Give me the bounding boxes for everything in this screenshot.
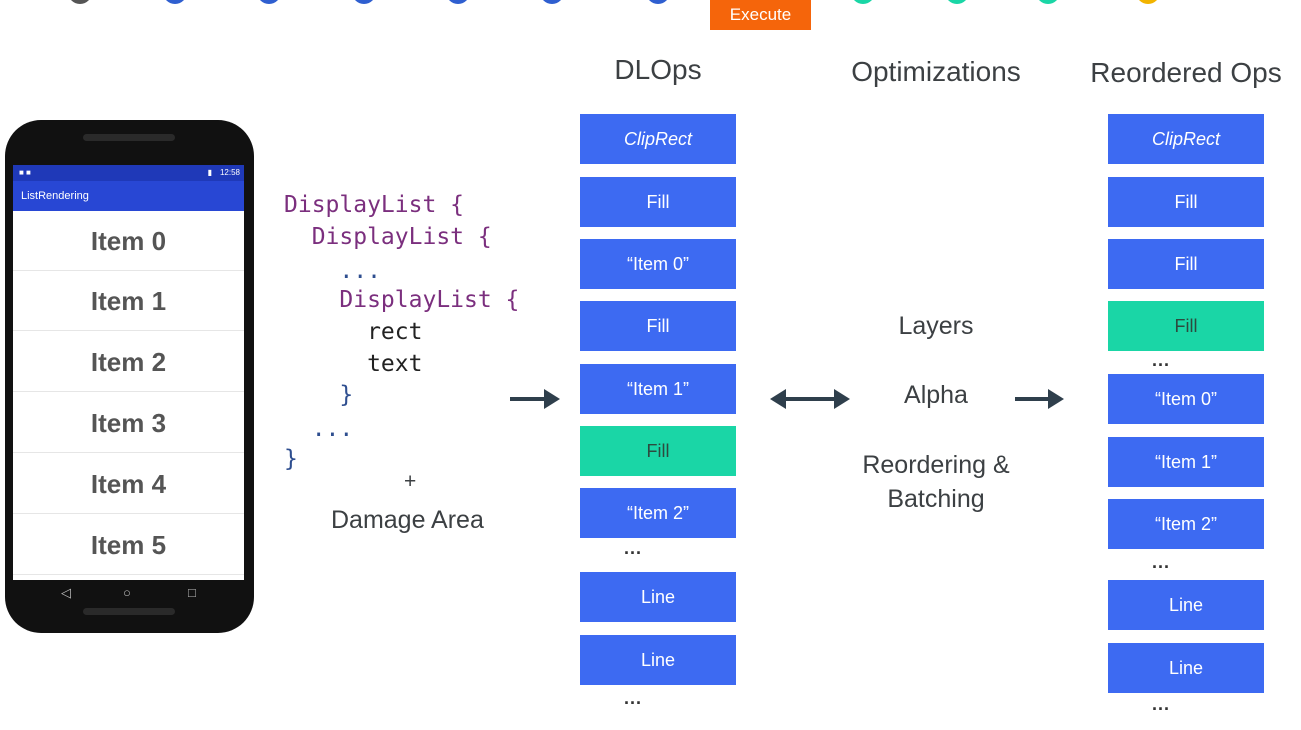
op-block: “Item 2” xyxy=(1108,499,1264,549)
dlops-title: DLOps xyxy=(614,54,702,85)
progress-dot xyxy=(352,0,376,4)
progress-dot xyxy=(851,0,875,4)
ellipsis: ... xyxy=(1152,552,1171,572)
ellipsis: ... xyxy=(624,538,643,558)
phone-mockup: ■ ■ 12:58 ▮ ListRendering Item 0 Item 1 … xyxy=(5,120,254,633)
back-icon[interactable]: ◁ xyxy=(61,585,71,600)
op-block: Fill xyxy=(580,426,736,476)
arrow-right-icon xyxy=(1015,389,1064,409)
progress-dot xyxy=(540,0,564,4)
list-item[interactable]: Item 0 xyxy=(13,211,244,271)
op-block: “Item 0” xyxy=(1108,374,1264,424)
code-line: ... xyxy=(284,416,354,442)
code-line: } xyxy=(284,446,298,472)
code-line: DisplayList { xyxy=(284,192,465,218)
op-block: Fill xyxy=(580,177,736,227)
code-line: } xyxy=(284,382,354,408)
op-block: “Item 0” xyxy=(580,239,736,289)
op-block: Fill xyxy=(1108,301,1264,351)
op-block: “Item 1” xyxy=(580,364,736,414)
op-block: Line xyxy=(1108,643,1264,693)
optimizations-title: Optimizations xyxy=(851,56,1021,87)
phone-screen: ■ ■ 12:58 ▮ ListRendering Item 0 Item 1 … xyxy=(13,165,244,580)
status-time: 12:58 xyxy=(219,168,240,177)
code-line: ... xyxy=(284,258,381,284)
ellipsis: ... xyxy=(1152,694,1171,714)
ellipsis: ... xyxy=(624,688,643,708)
execute-badge: Execute xyxy=(710,0,811,30)
phone-speaker xyxy=(83,608,175,615)
layers-label: Layers xyxy=(898,312,974,340)
phone-speaker xyxy=(83,134,175,141)
recents-icon[interactable]: □ xyxy=(188,585,196,600)
reordered-ops-title: Reordered Ops xyxy=(1090,57,1282,88)
op-block: Fill xyxy=(1108,239,1264,289)
progress-dot xyxy=(446,0,470,4)
code-line: rect xyxy=(284,319,423,345)
batching-label: Batching xyxy=(887,485,985,513)
code-line: DisplayList { xyxy=(284,224,492,250)
app-title: ListRendering xyxy=(13,181,244,211)
op-block: Line xyxy=(1108,580,1264,630)
damage-area-label: Damage Area xyxy=(331,506,484,534)
home-icon[interactable]: ○ xyxy=(123,585,131,600)
alpha-label: Alpha xyxy=(904,381,968,409)
list-item[interactable]: Item 3 xyxy=(13,393,244,453)
op-block: Fill xyxy=(580,301,736,351)
op-block: Line xyxy=(580,572,736,622)
op-block: “Item 1” xyxy=(1108,437,1264,487)
code-line: text xyxy=(284,351,423,377)
op-block: ClipRect xyxy=(580,114,736,164)
progress-dot xyxy=(1036,0,1060,4)
progress-dot xyxy=(163,0,187,4)
list-item[interactable]: Item 5 xyxy=(13,515,244,575)
progress-dot xyxy=(1136,0,1160,4)
code-line: DisplayList { xyxy=(284,287,520,313)
progress-dot xyxy=(257,0,281,4)
op-block: “Item 2” xyxy=(580,488,736,538)
arrow-right-icon xyxy=(510,389,560,409)
double-arrow-icon xyxy=(770,389,850,409)
reordering-label: Reordering & xyxy=(862,451,1010,479)
list-item[interactable]: Item 1 xyxy=(13,271,244,331)
list-item[interactable]: Item 4 xyxy=(13,454,244,514)
ellipsis: ... xyxy=(1152,350,1171,370)
status-bar: ■ ■ 12:58 ▮ xyxy=(13,165,244,181)
progress-dot xyxy=(945,0,969,4)
nav-bar: ◁ ○ □ xyxy=(13,580,244,610)
plus-sign: + xyxy=(404,470,417,493)
battery-icon: ▮ xyxy=(207,168,212,177)
op-block: Fill xyxy=(1108,177,1264,227)
progress-dot xyxy=(646,0,670,4)
op-block: ClipRect xyxy=(1108,114,1264,164)
list-item[interactable]: Item 2 xyxy=(13,332,244,392)
op-block: Line xyxy=(580,635,736,685)
progress-dot xyxy=(68,0,92,4)
notification-icon: ■ ■ xyxy=(19,168,31,177)
